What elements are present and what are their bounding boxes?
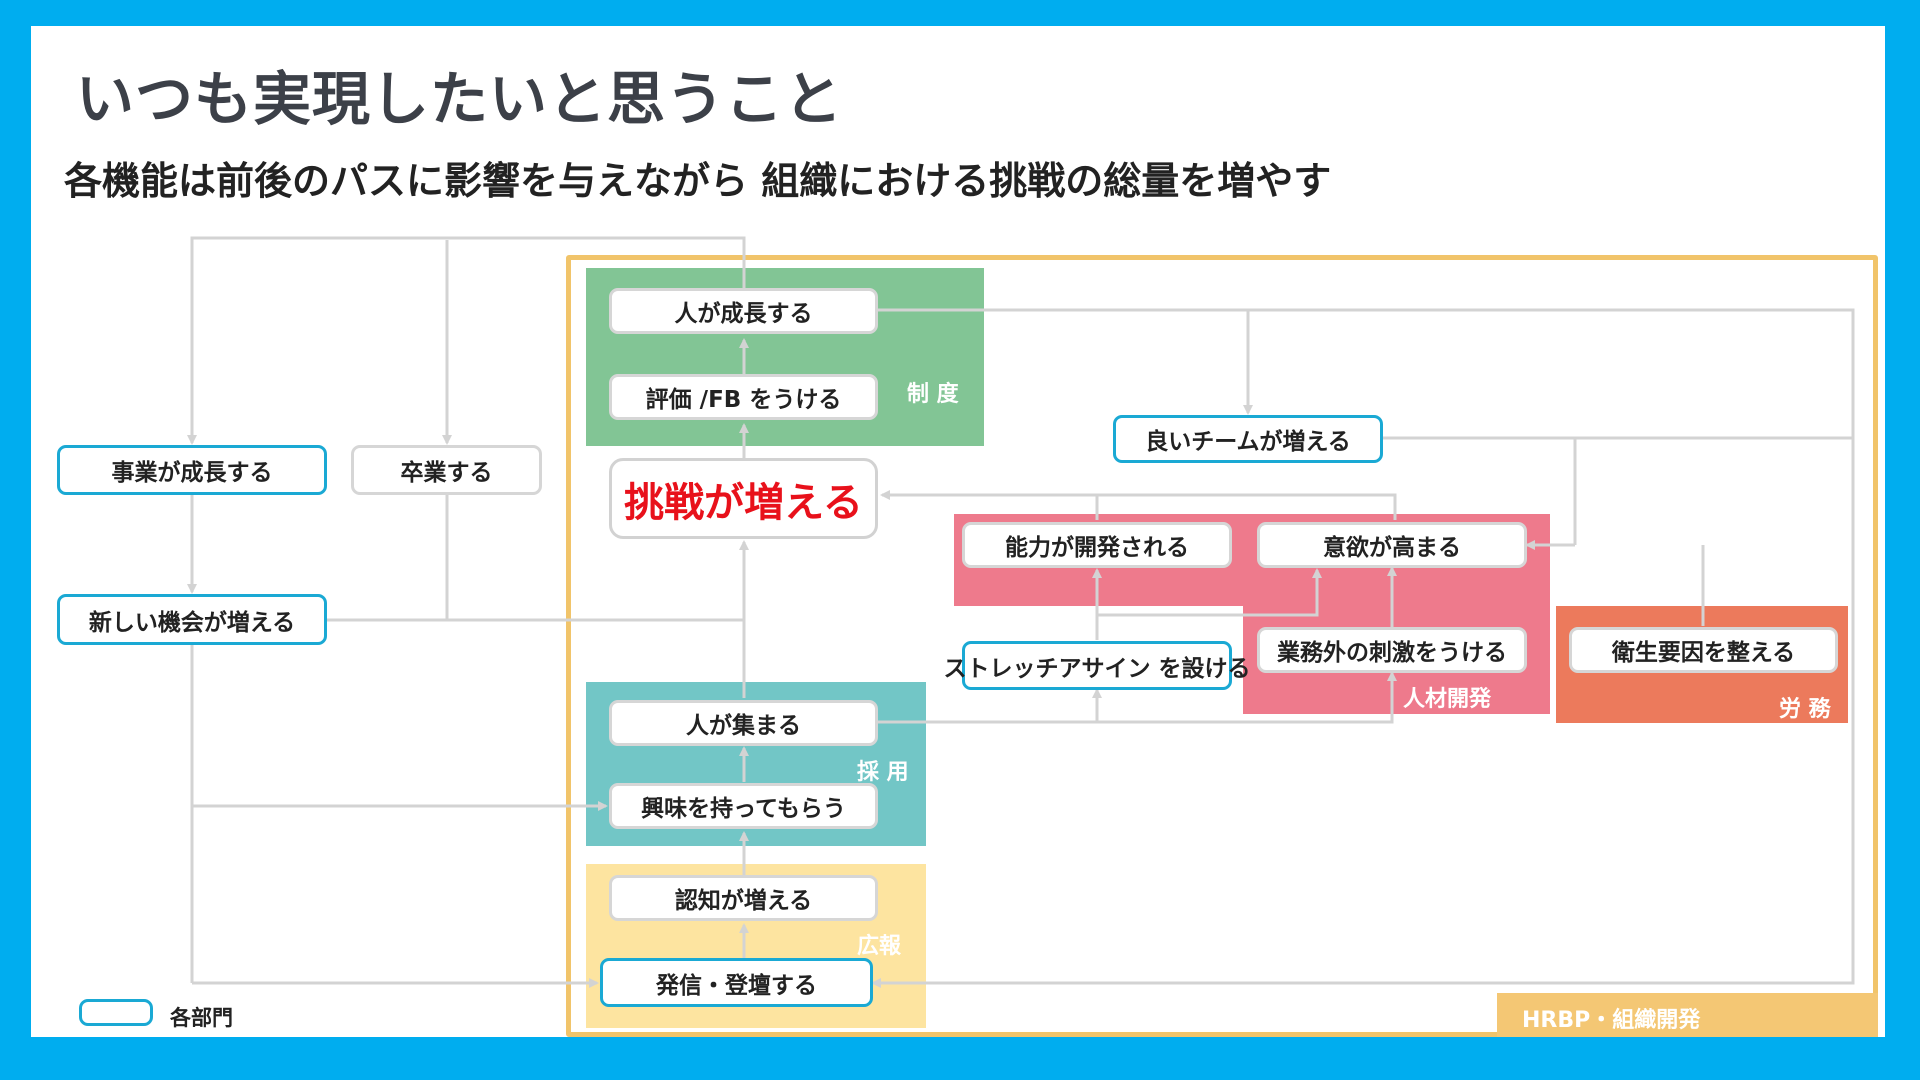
edge-seicho-to-jigyo [187,236,746,445]
node-jigyo-seicho: 事業が成長する [57,445,327,495]
node-chosen: 挑戦が増える [609,458,878,539]
node-eisei: 衛生要因を整える [1569,627,1838,673]
region-label-jinzai: 人材開発 [1403,687,1492,712]
node-hyoka-fb: 評価 /FB をうける [609,374,878,420]
legend-label: 各部門 [170,1006,233,1030]
node-ninchi: 認知が増える [609,875,878,921]
node-noryoku: 能力が開発される [962,522,1232,568]
edge-seicho-right-loop [871,308,1855,988]
page-title: いつも実現したいと思うこと [76,65,844,133]
legend-swatch [79,999,153,1026]
node-hito-atsumaru: 人が集まる [609,700,878,746]
edge-stretch-to-iyoku [1097,568,1322,617]
edge-atsumaru-to-gyomugai [878,671,1397,724]
node-sotsugyo: 卒業する [351,445,542,495]
node-iyoku: 意欲が高まる [1257,522,1527,568]
page-subtitle: 各機能は前後のパスに影響を与えながら 組織における挑戦の総量を増やす [64,159,1332,203]
node-hito-seicho: 人が成長する [609,288,878,334]
hrbp-label: HRBP・組織開発 [1522,1008,1701,1033]
edge-noryoku-iyoku-top [1095,493,1397,520]
node-atarashii-kikai: 新しい機会が増える [57,594,327,645]
node-kyomi: 興味を持ってもらう [609,783,878,829]
hrbp-frame [566,255,1878,1037]
node-stretch: ストレッチアサイン を設ける [944,641,1251,690]
region-label-romu: 労 務 [1779,697,1831,722]
region-label-seido: 制 度 [907,382,959,407]
region-label-saiyo: 採 用 [857,760,909,785]
hrbp-label-box [1497,993,1878,1037]
region-label-koho: 広報 [857,934,902,959]
node-gyomugai: 業務外の刺激をうける [1257,627,1527,673]
node-yoi-team: 良いチームが増える [1113,415,1383,463]
node-hasshin: 発信・登壇する [600,958,873,1007]
